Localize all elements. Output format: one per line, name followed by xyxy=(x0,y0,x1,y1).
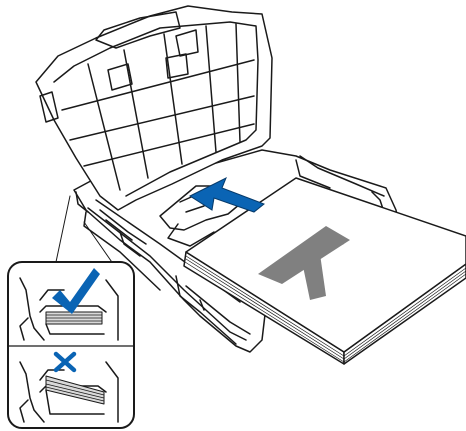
detail-inset-box xyxy=(8,262,134,428)
paper-letter-label: A xyxy=(0,0,1,1)
